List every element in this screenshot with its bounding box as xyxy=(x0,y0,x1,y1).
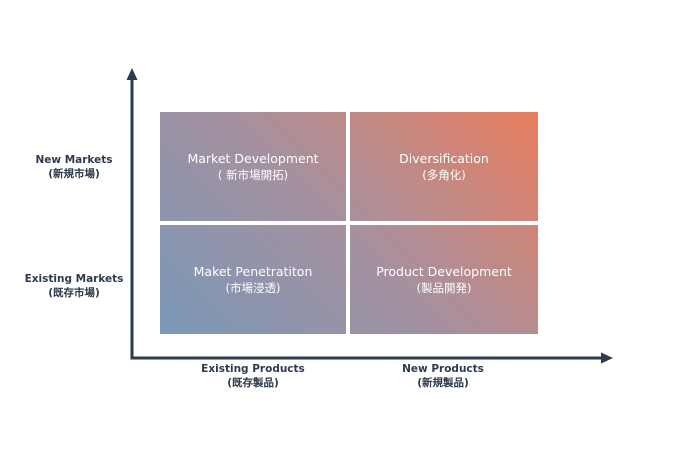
x-axis-label-existing-products: Existing Products (既存製品) xyxy=(193,362,313,390)
cell-subtitle: (製品開発) xyxy=(416,280,472,295)
cell-title: Maket Penetratiton xyxy=(193,263,313,279)
cell-title: Market Development xyxy=(187,150,319,166)
y-axis-label-existing-markets: Existing Markets (既存市場) xyxy=(14,272,134,300)
axis-label-en: Existing Products xyxy=(201,363,305,375)
axis-label-en: New Products xyxy=(402,363,484,375)
matrix-horizontal-divider xyxy=(160,221,538,225)
cell-product-development: Product Development (製品開発) xyxy=(350,225,538,334)
axis-label-jp: (新規市場) xyxy=(48,168,100,180)
cell-title: Diversification xyxy=(399,150,489,166)
y-axis-label-new-markets: New Markets (新規市場) xyxy=(24,153,124,181)
axis-label-en: New Markets xyxy=(35,154,113,166)
cell-subtitle: (多角化) xyxy=(422,167,466,182)
cell-diversification: Diversification (多角化) xyxy=(350,112,538,221)
x-axis-arrowhead xyxy=(601,352,613,364)
cell-market-development: Market Development ( 新市場開拓) xyxy=(160,112,346,221)
axis-label-en: Existing Markets xyxy=(24,273,124,285)
axis-label-jp: (既存市場) xyxy=(48,287,100,299)
cell-title: Product Development xyxy=(376,263,512,279)
axis-label-jp: (既存製品) xyxy=(227,377,279,389)
x-axis-label-new-products: New Products (新規製品) xyxy=(383,362,503,390)
cell-subtitle: ( 新市場開拓) xyxy=(217,167,289,182)
axis-label-jp: (新規製品) xyxy=(417,377,469,389)
cell-market-penetration: Maket Penetratiton (市場浸透) xyxy=(160,225,346,334)
y-axis-arrowhead xyxy=(126,68,138,80)
cell-subtitle: (市場浸透) xyxy=(225,280,281,295)
